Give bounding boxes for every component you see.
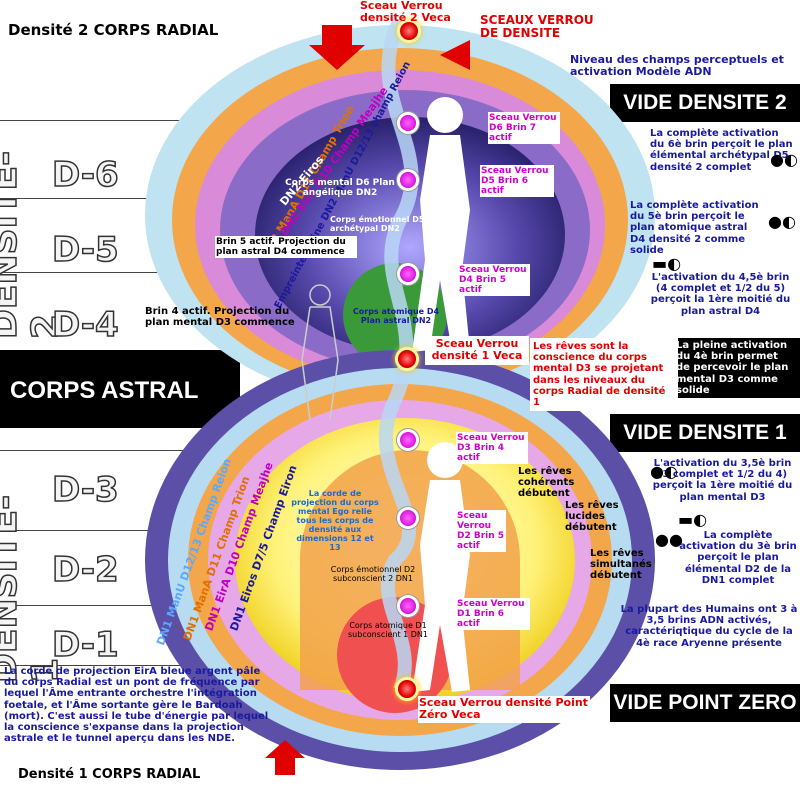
right-text-5e-brin: La complète activation du 5è brin perçoi… bbox=[630, 200, 759, 256]
seal-d1-label: Sceau Verrou D1 Brin 6 actif bbox=[456, 598, 530, 631]
red-arrow-left bbox=[309, 25, 365, 70]
corps-emotionnel-d5: Corps émotionnel D5 Plan archétypal DN2 bbox=[330, 215, 447, 233]
vide-point-zero-bar: VIDE POINT ZERO bbox=[610, 684, 800, 722]
dna-strand-icon: ●◐ bbox=[650, 462, 678, 481]
seal-top bbox=[400, 22, 418, 40]
dna-strand-icon: ▬◐ bbox=[678, 510, 708, 529]
seal-d2 bbox=[400, 510, 416, 526]
reves-conscience: Les rêves sont la conscience du corps me… bbox=[530, 338, 678, 412]
vide-densite-2-bar: VIDE DENSITE 2 bbox=[610, 84, 800, 122]
right-text-humains: La plupart des Humains ont 3 à 3,5 brins… bbox=[620, 604, 798, 649]
dna-strand-icon: ●● bbox=[655, 530, 683, 549]
dna-strand-icon: ●◐ bbox=[768, 212, 796, 231]
reves-lucides: Les rêves lucides débutent bbox=[565, 500, 619, 534]
seal-d6 bbox=[400, 115, 416, 131]
corps-atomique-d1: Corps atomique D1 subconscient 1 DN1 bbox=[348, 621, 429, 639]
band-label-d1: D-1 bbox=[51, 624, 119, 666]
middle-seal-label: Sceau Verrou densité 1 Veca bbox=[425, 336, 529, 365]
niveau-title: Niveau des champs perceptuels et activat… bbox=[570, 53, 784, 79]
right-text-4e-brin: La pleine activation du 4è brin permet d… bbox=[676, 340, 789, 396]
corps-atomique-d4: Corps atomique D4 Plan astral DN2 bbox=[352, 307, 440, 325]
title-bottom: Densité 1 CORPS RADIAL bbox=[18, 767, 201, 782]
vide-densite-1-bar: VIDE DENSITE 1 bbox=[610, 414, 800, 452]
corps-mental-d6: Corps mental D6 Plan angélique DN2 bbox=[285, 178, 395, 199]
band-divider bbox=[0, 530, 210, 531]
seal-d5-label: Sceau Verrou D5 Brin 6 actif bbox=[480, 165, 554, 198]
corde-projection-ego: La corde de projection du corps mental E… bbox=[291, 489, 379, 552]
dna-strand-icon: ▬◐ bbox=[652, 254, 682, 273]
right-text-6e-brin: La complète activation du 6è brin perçoi… bbox=[650, 128, 793, 173]
band-label-d6: D-6 bbox=[51, 154, 119, 196]
reves-coherents: Les rêves cohérents débutent bbox=[518, 466, 575, 500]
brin5-projection: Brin 5 actif. Projection du plan astral … bbox=[215, 236, 357, 259]
seal-d2-label: Sceau Verrou D2 Brin 5 actif bbox=[456, 510, 506, 553]
human-figure-lower bbox=[412, 442, 470, 692]
band-label-d5: D-5 bbox=[51, 229, 119, 271]
band-divider bbox=[0, 198, 210, 199]
band-label-d3: D-3 bbox=[51, 469, 119, 511]
band-divider bbox=[0, 120, 210, 121]
seal-bottom bbox=[398, 680, 416, 698]
band-divider bbox=[0, 450, 210, 451]
seal-d4 bbox=[400, 266, 416, 282]
seal-d5 bbox=[400, 172, 416, 188]
right-text-45e-brin: L'activation du 4,5è brin (4 complet et … bbox=[650, 272, 791, 317]
band-divider bbox=[0, 605, 210, 606]
red-arrow-right bbox=[440, 40, 470, 70]
right-text-35e-brin: L'activation du 3,5è brin (3 complet et … bbox=[652, 458, 793, 503]
corps-astral-label: CORPS ASTRAL bbox=[10, 377, 199, 404]
band-label-d2: D-2 bbox=[51, 549, 119, 591]
red-arrow-bottom bbox=[265, 740, 305, 775]
corps-astral-bar bbox=[0, 350, 240, 428]
seal-d3 bbox=[400, 432, 416, 448]
brin4-projection: Brin 4 actif. Projection du plan mental … bbox=[145, 306, 295, 329]
bottom-left-description: La corde de projection EirA bleue argent… bbox=[4, 666, 269, 745]
band-label-d4: D-4 bbox=[51, 304, 119, 346]
bottom-seal-label: Sceau Verrou densité Point Zéro Veca bbox=[418, 696, 590, 723]
seal-d1 bbox=[400, 598, 416, 614]
human-figure-upper bbox=[412, 97, 470, 352]
band-divider bbox=[0, 665, 210, 666]
reves-simultanes: Les rêves simultanés débutent bbox=[590, 548, 652, 582]
projection-cord bbox=[378, 16, 419, 693]
dna-strand-icon: ●◐ bbox=[770, 150, 798, 169]
human-figure-astral bbox=[301, 284, 339, 421]
seal-middle bbox=[398, 350, 416, 368]
top-seal-label: Sceau Verrou densité 2 Veca bbox=[360, 0, 451, 25]
seal-d4-label: Sceau Verrou D4 Brin 5 actif bbox=[458, 264, 530, 297]
right-text-3e-brin: La complète activation du 3è brin perçoi… bbox=[679, 530, 797, 586]
seal-d6-label: Sceau Verrou D6 Brin 7 actif bbox=[488, 112, 560, 145]
corps-emotionnel-d2: Corps émotionnel D2 subconscient 2 DN1 bbox=[330, 565, 416, 583]
sceaux-verrou-label: SCEAUX VERROU DE DENSITE bbox=[480, 13, 594, 41]
title-top: Densité 2 CORPS RADIAL bbox=[8, 21, 219, 39]
band-divider bbox=[0, 272, 210, 273]
seal-d3-label: Sceau Verrou D3 Brin 4 actif bbox=[456, 432, 528, 465]
